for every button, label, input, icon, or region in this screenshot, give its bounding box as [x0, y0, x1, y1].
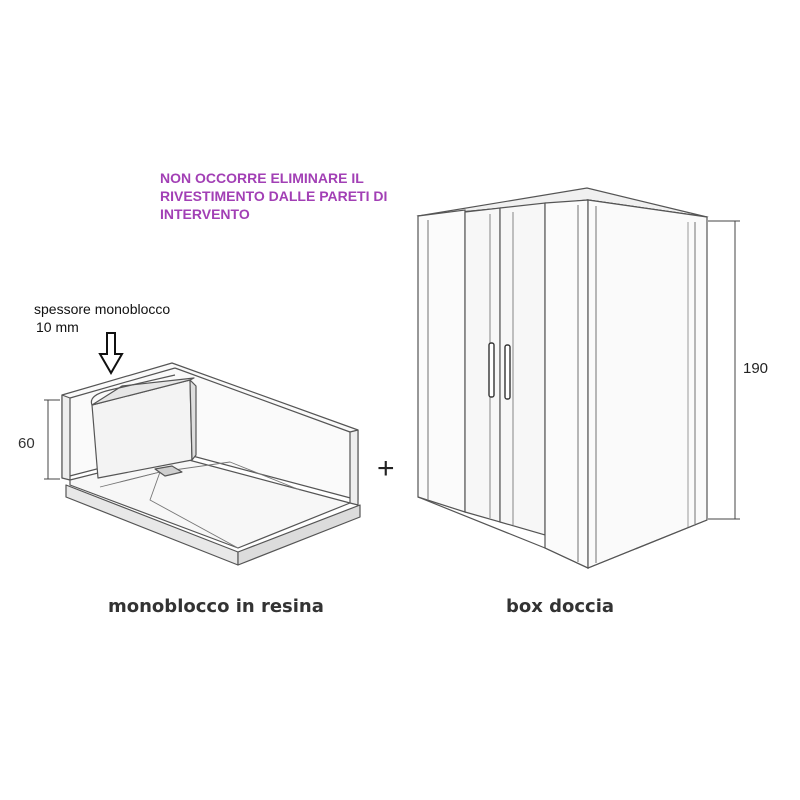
thickness-arrow: [98, 332, 124, 375]
plus-sign: +: [377, 452, 395, 485]
shower-front-left-panel: [417, 209, 466, 513]
note-line-1: NON OCCORRE ELIMINARE IL: [160, 170, 364, 186]
bench-top: [91, 377, 195, 406]
right-door-handle: [504, 344, 511, 400]
bench-edge: [90, 374, 176, 406]
shower-box-drawing: [416, 187, 709, 569]
wall-cladding-note: NON OCCORRE ELIMINARE IL RIVESTIMENTO DA…: [160, 169, 450, 223]
monoblock-right-wall: [349, 429, 359, 506]
shower-left-door: [464, 207, 501, 523]
note-line-2: RIVESTIMENTO DALLE PARETI DI: [160, 188, 388, 204]
monoblock-back-wall-edge: [69, 367, 176, 399]
shower-box-caption: box doccia: [506, 596, 615, 617]
dimension-60: [44, 399, 60, 480]
floor-slope-line-3: [119, 471, 161, 483]
height-190-label: 190: [743, 360, 769, 377]
dimension-190: [708, 220, 740, 520]
shower-bottom-profile: [417, 496, 708, 569]
monoblock-caption: monoblocco in resina: [108, 596, 324, 617]
bench-side: [189, 379, 197, 461]
shower-side-panel: [587, 199, 708, 569]
height-60-label: 60: [18, 435, 35, 452]
thickness-label: spessore monoblocco: [34, 301, 171, 317]
left-door-handle: [488, 342, 495, 398]
note-line-3: INTERVENTO: [160, 206, 250, 222]
monoblock-side-edge: [237, 504, 361, 566]
resin-monoblock-drawing: [61, 362, 361, 566]
monoblock-left-wall: [61, 394, 71, 481]
thickness-value: 10 mm: [36, 319, 79, 335]
drain-grate: [154, 465, 183, 477]
floor-slope-lines-2: [149, 471, 239, 549]
shower-front-right-panel: [544, 199, 589, 569]
monoblock-right-wall-edge: [174, 367, 351, 433]
